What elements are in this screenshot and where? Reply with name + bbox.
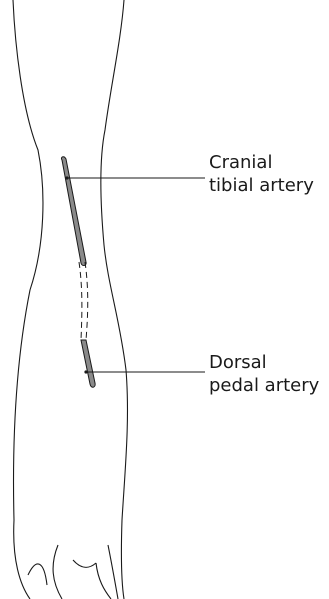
- cranial-tibial-label-line2: tibial artery: [209, 174, 314, 197]
- paw-toe-1: [28, 564, 47, 585]
- artery-hidden-segment-right: [85, 262, 88, 340]
- cranial-tibial-label-line1: Cranial: [209, 151, 314, 174]
- leg-outline-left: [13, 0, 43, 599]
- dorsal-pedal-label-line2: pedal artery: [209, 374, 319, 397]
- leg-outline-right: [101, 0, 128, 599]
- paw-toe-4: [96, 563, 111, 599]
- cranial-tibial-artery: [61, 157, 86, 266]
- dorsal-pedal-artery: [81, 340, 95, 387]
- paw-toe-2: [53, 545, 62, 599]
- leader-dot-cranial-tibial: [65, 176, 68, 179]
- cranial-tibial-artery-label: Cranial tibial artery: [209, 151, 314, 197]
- paw-toe-3: [73, 560, 96, 567]
- dorsal-pedal-artery-label: Dorsal pedal artery: [209, 351, 319, 397]
- paw-toe-5: [108, 545, 118, 599]
- leader-dot-dorsal-pedal: [84, 370, 87, 373]
- dorsal-pedal-label-line1: Dorsal: [209, 351, 319, 374]
- artery-hidden-segment-left: [79, 262, 82, 340]
